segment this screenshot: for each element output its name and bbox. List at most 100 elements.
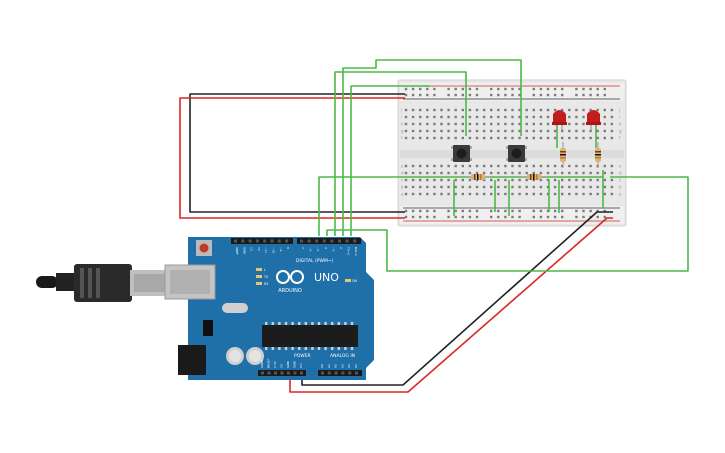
breadboard-hole (561, 192, 564, 196)
breadboard-hole (525, 185, 528, 189)
breadboard-hole (475, 171, 479, 175)
header-pin[interactable] (263, 239, 267, 243)
breadboard-hole (603, 178, 606, 182)
resistor-4[interactable] (595, 142, 601, 168)
breadboard-hole (546, 192, 550, 196)
header-pin[interactable] (255, 239, 259, 243)
header-pin[interactable] (345, 239, 349, 243)
header-pin[interactable] (248, 239, 252, 243)
breadboard-hole (447, 192, 450, 196)
rail-hole (426, 215, 429, 219)
header-pin[interactable] (261, 371, 264, 375)
breadboard-hole (582, 115, 585, 119)
breadboard-hole (433, 115, 436, 119)
signal-wires (318, 59, 689, 272)
header-pin[interactable] (293, 371, 297, 375)
breadboard-hole (596, 192, 599, 196)
breadboard-hole (404, 192, 408, 196)
header-pin[interactable] (277, 239, 281, 243)
breadboard-hole (610, 171, 614, 175)
led-1[interactable] (552, 110, 567, 132)
breadboard-hole (440, 192, 443, 196)
header-pin[interactable] (334, 371, 338, 375)
rail-hole (454, 87, 457, 91)
row-label: e (619, 164, 622, 169)
chip-pins (265, 322, 354, 350)
breadboard-hole (589, 164, 592, 168)
rail-hole (419, 93, 422, 97)
chip-pin (298, 322, 301, 325)
chip-pin (271, 322, 274, 325)
header-pin[interactable] (315, 239, 319, 243)
rail-hole (475, 87, 479, 91)
header-pin[interactable] (338, 239, 341, 243)
pushbutton-2[interactable] (506, 145, 527, 162)
breadboard-hole (468, 115, 472, 119)
breadboard-hole (511, 122, 514, 126)
breadboard-hole (490, 108, 493, 112)
breadboard-hole (504, 108, 507, 112)
rail-hole (454, 215, 457, 219)
rail-hole (553, 209, 557, 213)
led-2[interactable] (586, 110, 601, 132)
breadboard-hole (546, 129, 550, 133)
header-pin[interactable] (353, 239, 357, 243)
pushbutton-1[interactable] (451, 145, 472, 162)
breadboard-hole (404, 129, 408, 133)
rail-hole (603, 215, 606, 219)
breadboard-hole (440, 115, 443, 119)
breadboard-hole (440, 185, 443, 189)
rail-hole (511, 87, 514, 91)
resistor-2[interactable] (521, 174, 547, 180)
breadboard-hole (582, 171, 585, 175)
header-pin[interactable] (280, 371, 284, 375)
rail-hole (539, 209, 543, 213)
rail-hole (411, 209, 415, 213)
breadboard-hole (568, 192, 571, 196)
breadboard-hole (461, 185, 464, 189)
breadboard-hole (497, 115, 500, 119)
breadboard-hole (440, 171, 443, 175)
header-pin[interactable] (287, 371, 290, 375)
breadboard-hole (511, 192, 514, 196)
breadboard-hole (610, 115, 614, 119)
header-pin[interactable] (307, 239, 311, 243)
header-pin[interactable] (327, 371, 331, 375)
header-pin[interactable] (321, 371, 324, 375)
breadboard-hole (596, 108, 599, 112)
breadboard-hole (454, 108, 457, 112)
breadboard-hole (504, 122, 507, 126)
breadboard-hole (504, 185, 507, 189)
breadboard-hole (497, 129, 500, 133)
header-pin[interactable] (300, 371, 303, 375)
rail-hole (468, 209, 472, 213)
header-pin[interactable] (341, 371, 345, 375)
rail-hole (518, 93, 521, 97)
breadboard-hole (575, 136, 578, 140)
resistor-1[interactable] (466, 174, 490, 180)
header-pin[interactable] (234, 239, 237, 243)
breadboard-hole (454, 129, 457, 133)
breadboard-hole (404, 108, 408, 112)
header-pin[interactable] (241, 239, 245, 243)
resistor-3[interactable] (560, 142, 566, 168)
header-pin[interactable] (355, 371, 358, 375)
breadboard-hole (561, 185, 564, 189)
header-pin[interactable] (348, 371, 352, 375)
header-pin[interactable] (274, 371, 277, 375)
header-pin[interactable] (285, 239, 289, 243)
rail-hole (504, 93, 507, 97)
breadboard-hole (426, 129, 429, 133)
breadboard-hole (525, 122, 528, 126)
header-pin[interactable] (322, 239, 326, 243)
breadboard-hole (411, 122, 415, 126)
chip-pin (304, 322, 307, 325)
header-pin[interactable] (267, 371, 271, 375)
rail-hole (447, 87, 450, 91)
header-pin[interactable] (330, 239, 334, 243)
breadboard-hole (497, 185, 500, 189)
header-pin[interactable] (270, 239, 274, 243)
header-pin[interactable] (300, 239, 303, 243)
digital-pin-label: ~11 (264, 247, 268, 253)
